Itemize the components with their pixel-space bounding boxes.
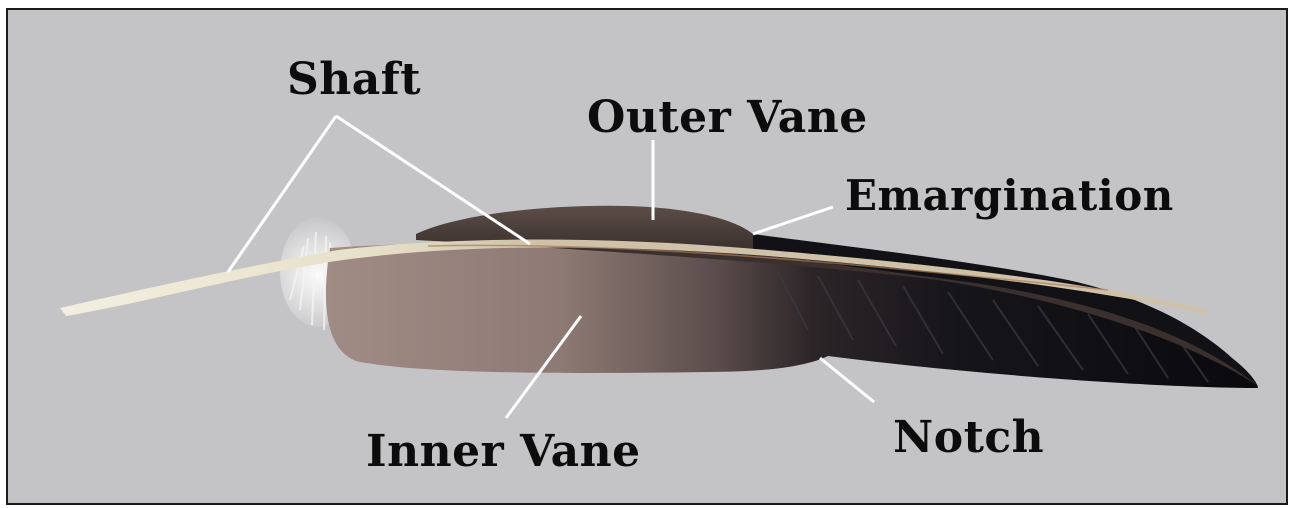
emargination-label: Emargination	[845, 175, 1174, 217]
shaft-label: Shaft	[287, 58, 421, 102]
notch-label: Notch	[893, 416, 1044, 460]
inner-vane-label: Inner Vane	[366, 430, 641, 474]
emargination-callout	[753, 207, 833, 234]
outer-vane-label: Outer Vane	[587, 96, 868, 140]
notch-callout	[820, 358, 874, 402]
feather-illustration	[8, 10, 1288, 505]
feather-anatomy-diagram: Shaft Outer Vane Emargination Inner Vane…	[6, 8, 1288, 505]
shaft-callout-right	[336, 116, 530, 244]
